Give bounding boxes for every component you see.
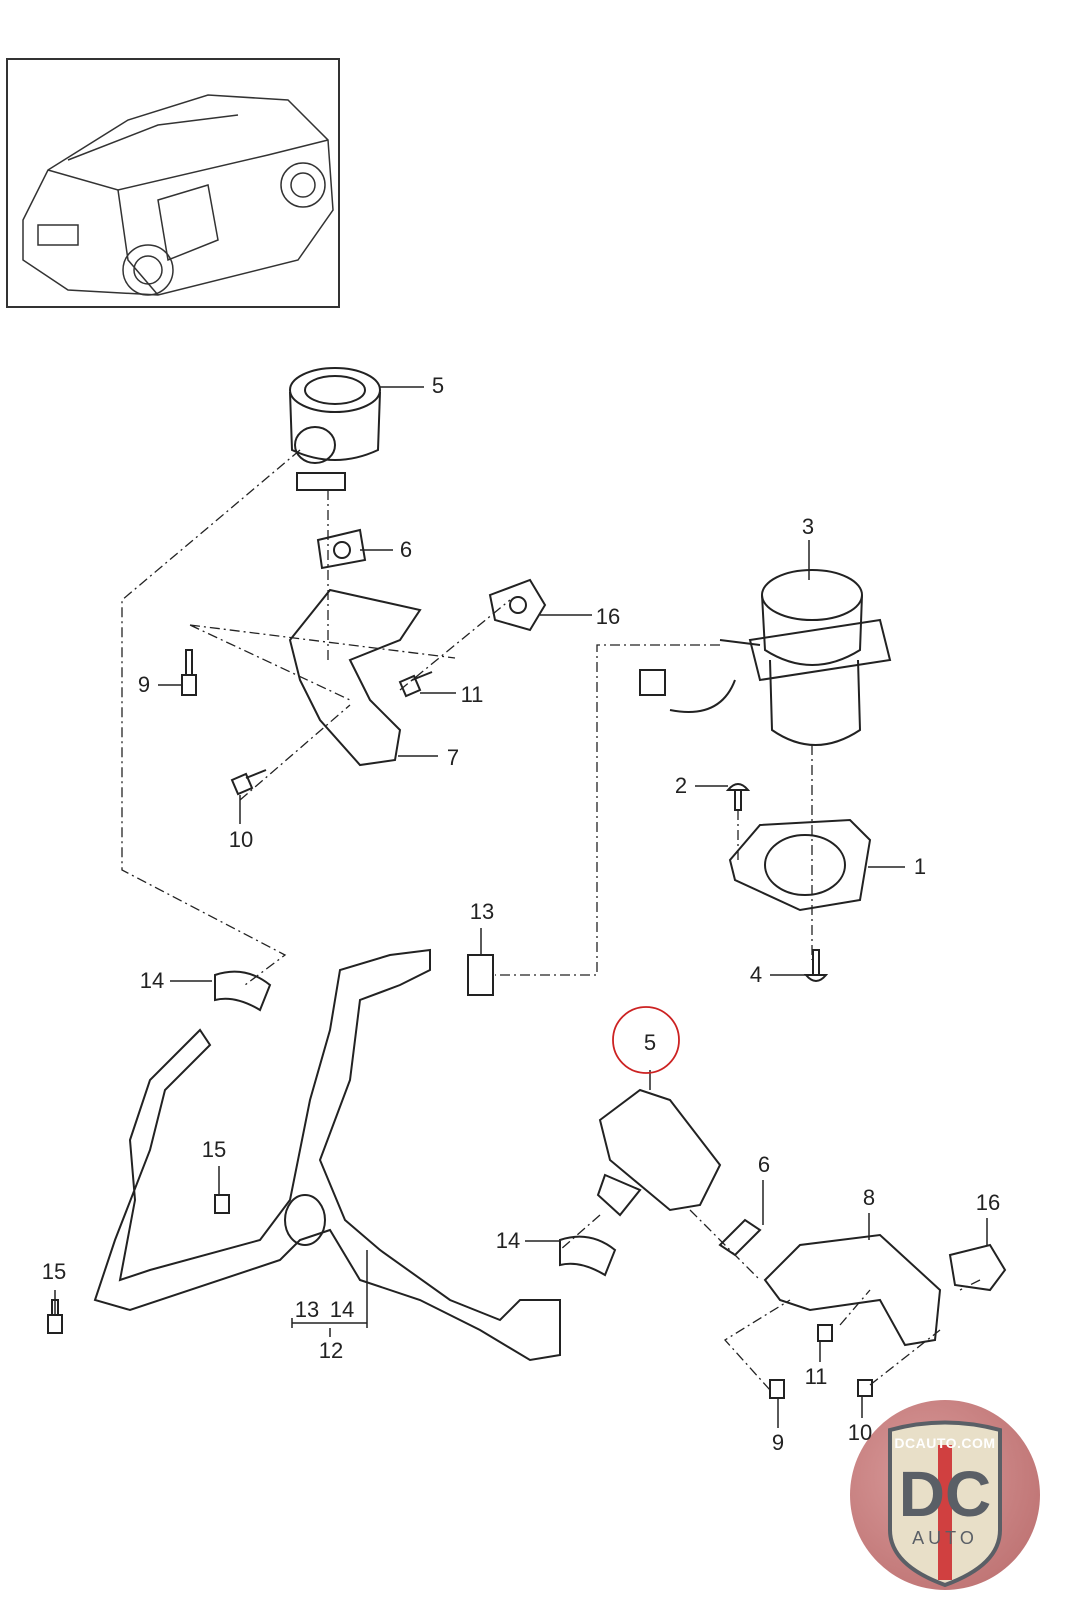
bolt-part-11-upper (398, 671, 433, 698)
callout-16: 16 (595, 604, 621, 629)
logo-sub: AUTO (912, 1528, 978, 1548)
flange-part-1 (728, 818, 872, 912)
callout-8: 8 (862, 1185, 876, 1210)
callout-11-lower: 11 (804, 1364, 828, 1389)
bolt-part-11-lower (817, 1324, 833, 1342)
callout-14-group: 14 (329, 1297, 355, 1322)
logo-mark: DC (898, 1458, 992, 1530)
hose-part-13-14 (93, 948, 561, 1362)
bolt-part-10-upper (230, 769, 267, 796)
pipe-part-7 (288, 588, 422, 767)
callout-16-lower: 16 (975, 1190, 1001, 1215)
callout-13-group: 13 (294, 1297, 320, 1322)
screw-part-4 (803, 949, 829, 982)
air-pump-part-3 (639, 569, 892, 746)
gasket-part-upper (316, 528, 367, 570)
logo-shield (888, 1420, 1002, 1588)
callout-7: 7 (446, 745, 460, 770)
logo-site-text: DCAUTO.COM (894, 1435, 996, 1451)
callout-15-lower: 15 (41, 1259, 67, 1284)
gasket-part-16-lower (948, 1243, 1007, 1292)
highlight-circle (612, 1006, 680, 1074)
vehicle-illustration (22, 94, 334, 296)
callout-9: 9 (137, 672, 151, 697)
bolt-part-15-b (47, 1299, 63, 1334)
screw-part-2 (725, 783, 751, 811)
callout-10-lower: 10 (847, 1420, 873, 1445)
air-valve-part-lower (596, 1088, 722, 1217)
pipe-part-8 (763, 1233, 942, 1347)
air-valve-part-upper (289, 367, 381, 491)
bolt-part-15-a (214, 1194, 230, 1214)
callout-14: 14 (139, 968, 165, 993)
callout-3: 3 (801, 514, 815, 539)
vehicle-thumbnail (6, 58, 340, 308)
callout-6-lower: 6 (757, 1152, 771, 1177)
callout-5: 5 (431, 373, 445, 398)
callout-14-lower: 14 (495, 1228, 521, 1253)
callout-6: 6 (399, 537, 413, 562)
dcauto-logo: DCAUTO.COM DC AUTO (850, 1400, 1040, 1590)
clamp-part-13 (467, 954, 494, 996)
callout-12: 12 (318, 1338, 344, 1363)
callout-4: 4 (749, 962, 763, 987)
bolt-part-9-lower (769, 1379, 785, 1399)
callout-2: 2 (674, 773, 688, 798)
callout-11: 11 (460, 682, 484, 707)
callout-9-lower: 9 (771, 1430, 785, 1455)
callout-5-highlighted: 5 (643, 1030, 657, 1055)
clamp-part-14-lower (559, 1235, 617, 1277)
callout-15: 15 (201, 1137, 227, 1162)
callout-1: 1 (913, 854, 927, 879)
callout-10: 10 (228, 827, 254, 852)
bolt-part-10-lower (857, 1379, 873, 1397)
gasket-part-6-lower (718, 1218, 762, 1257)
gasket-part-16-upper (488, 578, 547, 632)
callout-13: 13 (469, 899, 495, 924)
clamp-part-14-upper (214, 970, 272, 1012)
bolt-part-9-upper (181, 649, 197, 696)
